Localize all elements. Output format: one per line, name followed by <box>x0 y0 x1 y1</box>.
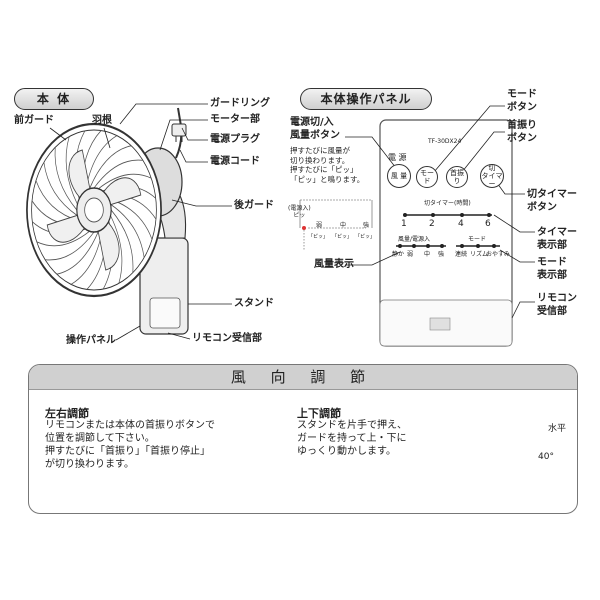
label-power-button: 電源切/入風量ボタン <box>290 117 340 141</box>
swing-button[interactable]: 首振り <box>446 166 468 188</box>
control-panel-title: 本体操作パネル <box>300 88 432 110</box>
timer-value-2: 2 <box>429 219 435 229</box>
timer-title: 切タイマー(時間) <box>424 200 471 207</box>
label-motor: モーター部 <box>210 114 260 125</box>
wind-value-mid: 中 <box>424 251 431 258</box>
fan-illustration <box>26 107 189 335</box>
label-front-guard: 前ガード <box>14 115 54 126</box>
flow-beep-2: 「ピッ」 <box>332 234 353 240</box>
panel-model: TF-30DX24 <box>428 138 462 145</box>
control-panel-illustration <box>379 119 513 347</box>
timer-button[interactable]: 切タイマー <box>480 164 504 188</box>
label-swing-button: 首振りボタン <box>507 120 537 144</box>
flow-step-weak: 弱 <box>316 222 323 229</box>
label-rear-guard: 後ガード <box>234 200 274 211</box>
mode-value-sleep: おやすみ <box>486 251 511 258</box>
label-remote-receiver: リモコン受信部 <box>537 293 577 317</box>
horizontal-text: リモコンまたは本体の首振りボタンで 位置を調節して下さい。 押すたびに「首振り」… <box>45 420 215 470</box>
label-plug: 電源プラグ <box>210 134 260 145</box>
label-timer-button: 切タイマーボタン <box>527 189 577 213</box>
vertical-text: スタンドを片手で押え、 ガードを持って上・下に ゆっくり動かします。 <box>297 420 407 457</box>
power-button[interactable]: 風 量 <box>387 164 411 188</box>
wind-value-weak: 弱 <box>407 251 414 258</box>
label-horizontal-level: 水平 <box>548 424 567 434</box>
flow-step-mid: 中 <box>340 222 347 229</box>
wind-flow-chart <box>299 199 373 250</box>
panel-power-label: 電 源 <box>388 153 407 162</box>
label-angle: 40° <box>538 452 554 462</box>
mode-value-continuous: 連続 <box>455 251 468 258</box>
mode-value-rhythm: リズム <box>470 251 489 258</box>
timer-value-6: 6 <box>485 219 491 229</box>
wind-value-strong: 強 <box>438 251 445 258</box>
mode-title: モード <box>468 236 487 243</box>
label-panel: 操作パネル <box>66 335 116 346</box>
label-timer-display: タイマー表示部 <box>537 227 577 251</box>
power-note: 押すたびに風量が切り換わります。 押すたびに「ピッ」「ピッ」と鳴ります。 <box>290 146 365 184</box>
label-mode-button: モードボタン <box>507 89 537 113</box>
timer-value-4: 4 <box>458 219 464 229</box>
direction-panel: 風 向 調 節 左右調節 リモコンまたは本体の首振りボタンで 位置を調節して下さ… <box>28 364 578 514</box>
mode-button[interactable]: モード <box>416 166 438 188</box>
label-stand: スタンド <box>234 298 274 309</box>
label-guard-ring: ガードリング <box>210 98 270 109</box>
wind-title: 風量/電源入 <box>398 236 431 243</box>
label-receiver: リモコン受信部 <box>192 333 262 344</box>
flow-beep-3: 「ピッ」 <box>355 234 376 240</box>
label-cord: 電源コード <box>210 156 260 167</box>
power-plug <box>171 123 187 137</box>
flow-start: (電源入)ピッ <box>288 205 311 219</box>
label-wind-display: 風量表示 <box>314 259 354 270</box>
timer-value-1: 1 <box>401 219 407 229</box>
flow-step-strong: 強 <box>363 222 370 229</box>
main-body-title: 本 体 <box>14 88 94 110</box>
vertical-title: 上下調節 <box>297 407 341 420</box>
label-blade: 羽根 <box>92 115 112 126</box>
flow-beep-1: 「ピッ」 <box>308 234 329 240</box>
wind-value-quiet: 静か <box>392 251 405 258</box>
label-mode-display: モード表示部 <box>537 257 567 281</box>
direction-header: 風 向 調 節 <box>29 365 577 390</box>
horizontal-title: 左右調節 <box>45 407 89 420</box>
remote-receiver-window <box>429 317 451 331</box>
